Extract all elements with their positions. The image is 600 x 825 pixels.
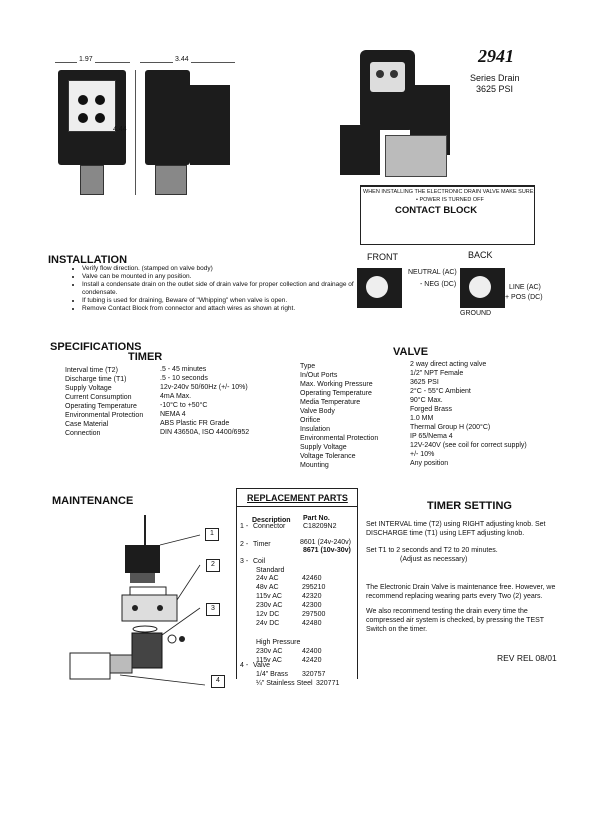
part-timer-no1: 8601 (24v-240v) (300, 539, 351, 546)
wiring-front-label: FRONT (367, 252, 398, 262)
part-coil-high: High Pressure (256, 639, 301, 646)
model-number: 2941 (478, 46, 514, 66)
wiring-neutral: NEUTRAL (AC) (408, 269, 457, 276)
notice-line1: WHEN INSTALLING THE ELECTRONIC DRAIN VAL… (363, 189, 535, 195)
wiring-neg: - NEG (DC) (420, 281, 457, 288)
timer-setting-p2a: Set T1 to 2 seconds and T2 to 20 minutes… (366, 547, 498, 554)
timer-setting-p3: The Electronic Drain Valve is maintenanc… (366, 584, 556, 600)
wiring-line: LINE (AC) (509, 284, 541, 291)
side-view-drawing: 3.44 4.44 (113, 55, 235, 195)
part-valve-desc: Valve (253, 662, 270, 669)
wiring-pos: + POS (DC) (505, 294, 543, 301)
part-coil-standard: Standard (256, 567, 285, 574)
part-timer-num: 2 - (240, 541, 249, 548)
timer-spec-values: .5 - 45 minutes .5 - 10 seconds 12v-240v… (160, 366, 250, 436)
callout-2: 2 (206, 559, 220, 572)
wiring-back-label: BACK (468, 250, 493, 260)
list-item: Verify flow direction. (stamped on valve… (82, 265, 362, 273)
part-connector-desc: Connector (253, 523, 286, 530)
list-item: Valve can be mounted in any position. (82, 273, 362, 281)
part-connector-no: C18209N2 (303, 523, 337, 530)
part-valve-num: 4 - (240, 662, 249, 669)
part-coil-desc: Coil (253, 558, 266, 565)
part-timer-desc: Timer (253, 541, 271, 548)
timer-setting-p4: We also recommend testing the drain ever… (366, 608, 544, 633)
list-item: Remove Contact Block from connector and … (82, 305, 362, 313)
list-item: Install a condensate drain on the outlet… (82, 281, 362, 297)
specs-title: SPECIFICATIONS (50, 341, 142, 353)
valve-spec-labels: Type In/Out Ports Max. Working Pressure … (300, 363, 379, 469)
valve-spec-values: 2 way direct acting valve 1/2" NPT Femal… (410, 361, 527, 467)
timer-setting-p2b: (Adjust as necessary) (400, 556, 468, 563)
timer-setting-p1: Set INTERVAL time (T2) using RIGHT adjus… (366, 521, 546, 537)
replacement-parts-box: REPLACEMENT PARTS (236, 488, 358, 679)
maintenance-title: MAINTENANCE (52, 495, 134, 507)
product-photo (340, 40, 455, 185)
part-connector-num: 1 - (240, 523, 249, 530)
callout-3: 3 (206, 603, 220, 616)
exploded-view-diagram (69, 515, 206, 686)
installation-list: Verify flow direction. (stamped on valve… (68, 265, 362, 313)
callout-1: 1 (205, 528, 219, 541)
callout-4: 4 (211, 675, 225, 688)
timer-setting-title: TIMER SETTING (427, 500, 512, 512)
wiring-ground: GROUND (460, 310, 492, 317)
revision-label: REV REL 08/01 (497, 653, 557, 663)
valve-title: VALVE (393, 346, 429, 358)
contact-block-label: CONTACT BLOCK (395, 205, 478, 216)
front-view-drawing: 1.97 (55, 55, 130, 195)
notice-box: WHEN INSTALLING THE ELECTRONIC DRAIN VAL… (360, 185, 535, 245)
series-label: Series Drain (470, 73, 520, 83)
dim-height: 4.44 (113, 126, 127, 133)
timer-title: TIMER (128, 351, 163, 363)
notice-line2: • POWER IS TURNED OFF (416, 197, 484, 203)
dim-depth: 3.44 (173, 55, 191, 64)
parts-col-part: Part No. (303, 515, 330, 522)
installation-title: INSTALLATION (48, 254, 128, 266)
timer-spec-labels: Interval time (T2) Discharge time (T1) S… (65, 367, 144, 437)
parts-col-desc: Description (252, 517, 291, 524)
dim-width: 1.97 (77, 55, 95, 64)
part-coil-num: 3 - (240, 558, 249, 565)
list-item: If tubing is used for draining, Beware o… (82, 297, 362, 305)
part-timer-no2: 8671 (10v-30v) (303, 547, 351, 554)
parts-title: REPLACEMENT PARTS (247, 493, 348, 503)
pressure-label: 3625 PSI (476, 84, 514, 94)
